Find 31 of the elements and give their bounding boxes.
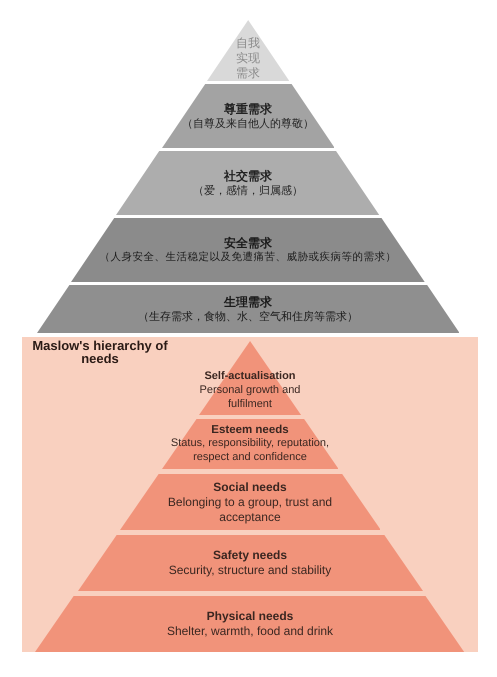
pyramid-tier: [71, 218, 425, 282]
tier-description: （人身安全、生活稳定以及免遭痛苦、威胁或疾病等的需求）: [99, 250, 396, 264]
tier-description: Security, structure and stability: [168, 563, 332, 578]
pyramid-tier: [162, 419, 338, 469]
tier-heading: 生理需求: [224, 294, 272, 310]
tier-heading: Self-actualisation: [204, 370, 296, 384]
pyramid-tier: [35, 596, 465, 652]
tier-heading: Esteem needs: [211, 423, 289, 438]
pyramid-tier: [120, 474, 380, 530]
tier-description: Shelter, warmth, food and drink: [166, 624, 334, 639]
pyramid-tier: [162, 84, 334, 148]
tier-heading: 尊重需求: [224, 102, 272, 117]
pyramid-tier: [116, 151, 380, 215]
tier-description: （生存需求，食物、水、空气和住房等需求）: [138, 310, 358, 324]
panel-background: [22, 337, 478, 652]
tier-heading: Physical needs: [206, 609, 294, 624]
pyramid-tier: [198, 341, 302, 415]
tier-description: （自尊及来自他人的尊敬）: [182, 116, 314, 130]
tier-heading: 安全需求: [224, 236, 272, 251]
tier-description: Personal growth and fulfilment: [198, 384, 302, 412]
tier-description: （爱，感情，归属感）: [193, 184, 303, 198]
tier-description: Belonging to a group, trust and acceptance: [166, 494, 334, 524]
panel-title: Maslow's hierarchy of needs: [31, 339, 169, 365]
pyramid-tier: [36, 285, 460, 333]
pyramid-tier: [206, 20, 290, 81]
tier-heading: Safety needs: [212, 548, 288, 563]
tier-heading: 社交需求: [224, 168, 272, 184]
tier-description: Status, responsibility, reputation, respect and confidence: [170, 437, 330, 465]
pyramid-tier: [78, 535, 422, 591]
tier-heading: Social needs: [213, 480, 287, 494]
tier-label: 自我实现需求: [234, 36, 261, 81]
